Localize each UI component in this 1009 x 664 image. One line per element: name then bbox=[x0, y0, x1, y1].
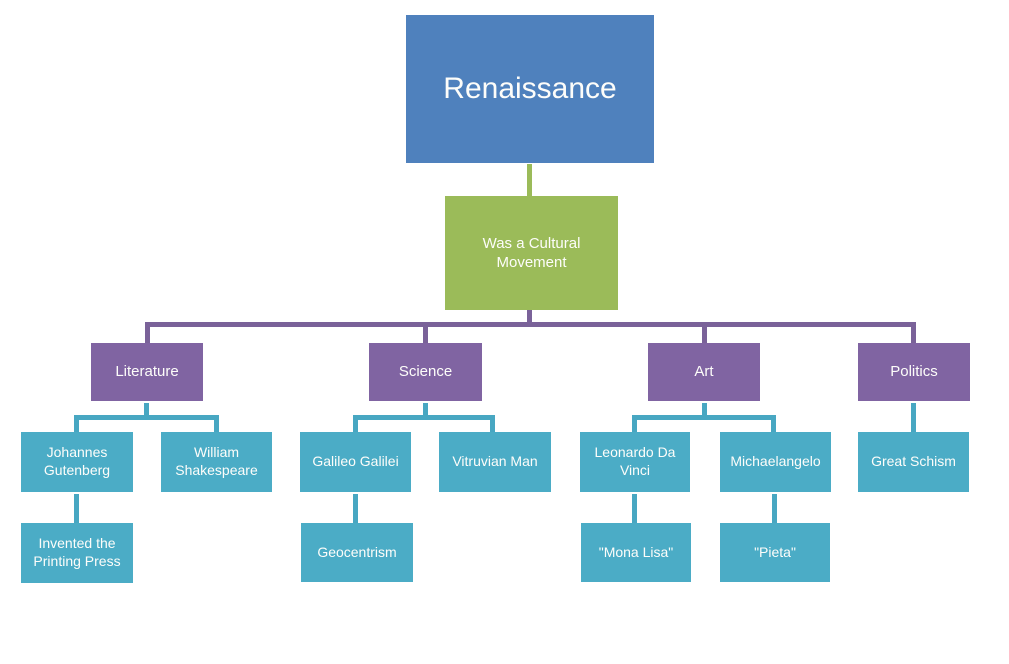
node-michaelangelo-label: Michaelangelo bbox=[730, 453, 821, 470]
connector-drop-shakespeare bbox=[214, 419, 219, 432]
node-vitruvian-man[interactable]: Vitruvian Man bbox=[439, 432, 551, 492]
node-geocentrism[interactable]: Geocentrism bbox=[301, 523, 413, 582]
node-invented-printing-press-label: Invented the Printing Press bbox=[33, 535, 121, 569]
node-science-label: Science bbox=[398, 363, 453, 381]
node-art-label: Art bbox=[694, 363, 714, 381]
connector-drop-leonardo bbox=[632, 419, 637, 432]
node-renaissance[interactable]: Renaissance bbox=[406, 15, 654, 163]
connector-literature-bus bbox=[74, 415, 219, 420]
connector-literature-stub bbox=[144, 403, 149, 417]
connector-gutenberg-to-press bbox=[74, 494, 79, 523]
node-pieta-label: "Pieta" bbox=[754, 543, 796, 560]
node-great-schism-label: Great Schism bbox=[871, 453, 956, 470]
connector-art-stub bbox=[702, 403, 707, 417]
node-geocentrism-label: Geocentrism bbox=[317, 543, 397, 560]
connector-leonardo-to-monalisa bbox=[632, 494, 637, 523]
connector-drop-galileo bbox=[353, 419, 358, 432]
node-johannes-gutenberg[interactable]: Johannes Gutenberg bbox=[21, 432, 133, 492]
node-galileo-galilei-label: Galileo Galilei bbox=[312, 453, 399, 470]
connector-science-stub bbox=[423, 403, 428, 417]
connector-drop-science bbox=[423, 326, 428, 343]
node-mona-lisa-label: "Mona Lisa" bbox=[598, 543, 674, 560]
node-cultural-movement-label: Was a Cultural Movement bbox=[482, 234, 581, 271]
node-science[interactable]: Science bbox=[369, 343, 482, 401]
connector-drop-vitruvian bbox=[490, 419, 495, 432]
node-literature[interactable]: Literature bbox=[91, 343, 203, 401]
node-mona-lisa[interactable]: "Mona Lisa" bbox=[581, 523, 691, 582]
node-invented-printing-press[interactable]: Invented the Printing Press bbox=[21, 523, 133, 583]
node-politics-label: Politics bbox=[890, 363, 938, 381]
node-vitruvian-man-label: Vitruvian Man bbox=[452, 453, 538, 470]
connector-galileo-to-geocentrism bbox=[353, 494, 358, 523]
node-art[interactable]: Art bbox=[648, 343, 760, 401]
connector-politics-to-schism bbox=[911, 403, 916, 432]
connector-science-bus bbox=[353, 415, 495, 420]
connector-drop-gutenberg bbox=[74, 419, 79, 432]
node-cultural-movement[interactable]: Was a Cultural Movement bbox=[445, 196, 618, 310]
connector-drop-literature bbox=[145, 326, 150, 343]
node-william-shakespeare-label: William Shakespeare bbox=[175, 444, 258, 478]
node-michaelangelo[interactable]: Michaelangelo bbox=[720, 432, 831, 492]
node-leonardo-da-vinci[interactable]: Leonardo Da Vinci bbox=[580, 432, 690, 492]
connector-movement-stub bbox=[527, 310, 532, 322]
connector-drop-politics bbox=[911, 326, 916, 343]
node-great-schism[interactable]: Great Schism bbox=[858, 432, 969, 492]
node-johannes-gutenberg-label: Johannes Gutenberg bbox=[43, 444, 111, 478]
node-galileo-galilei[interactable]: Galileo Galilei bbox=[300, 432, 411, 492]
node-leonardo-da-vinci-label: Leonardo Da Vinci bbox=[594, 444, 676, 478]
node-politics[interactable]: Politics bbox=[858, 343, 970, 401]
connector-branch-bus bbox=[145, 322, 916, 327]
connector-drop-art bbox=[702, 326, 707, 343]
connector-michaelangelo-to-pieta bbox=[772, 494, 777, 523]
connector-renaissance-to-movement bbox=[527, 164, 532, 196]
node-pieta[interactable]: "Pieta" bbox=[720, 523, 830, 582]
node-renaissance-label: Renaissance bbox=[443, 71, 617, 105]
connector-drop-michaelangelo bbox=[771, 419, 776, 432]
node-william-shakespeare[interactable]: William Shakespeare bbox=[161, 432, 272, 492]
connector-art-bus bbox=[632, 415, 776, 420]
node-literature-label: Literature bbox=[115, 363, 179, 381]
